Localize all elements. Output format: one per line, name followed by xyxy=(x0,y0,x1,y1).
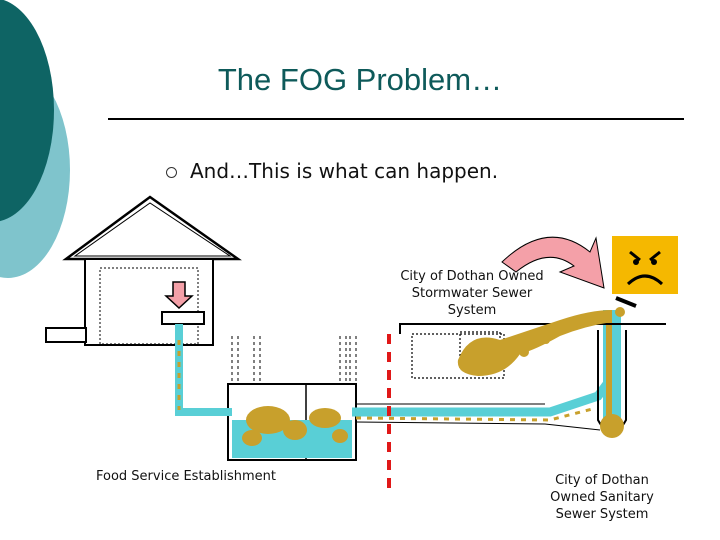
house-step xyxy=(45,327,87,343)
overflow-grease xyxy=(457,310,612,376)
manhole-cover xyxy=(615,296,637,308)
sanitary-label: City of Dothan Owned Sanitary Sewer Syst… xyxy=(550,473,654,522)
sad-face-eye-right xyxy=(651,259,657,265)
sad-face-brows xyxy=(629,250,661,262)
stormwater-label: City of Dothan Owned Stormwater Sewer Sy… xyxy=(400,269,544,318)
establishment-label: Food Service Establishment xyxy=(95,469,277,484)
house-wall xyxy=(84,258,214,346)
overflow-droplets xyxy=(519,307,625,357)
curved-arrow-icon xyxy=(501,236,605,289)
theme-decoration xyxy=(0,0,70,278)
manhole-grease xyxy=(606,312,612,416)
bullet-marker xyxy=(166,167,177,178)
title-divider xyxy=(108,118,684,120)
theme-circle-dark xyxy=(0,0,54,222)
sad-face-bg xyxy=(612,236,678,294)
sad-face-icon xyxy=(612,236,678,294)
sink-fixture xyxy=(161,311,205,325)
sad-face-eye-left xyxy=(633,259,639,265)
house-roof-inner xyxy=(73,202,232,257)
trap-grease xyxy=(242,406,348,446)
slide-title: The FOG Problem… xyxy=(217,62,503,97)
down-arrow-icon xyxy=(164,281,194,310)
pipe-bottom-edge xyxy=(355,421,601,431)
bullet-text: And…This is what can happen. xyxy=(190,159,499,183)
sad-face-mouth xyxy=(626,274,664,286)
cleanout-lines xyxy=(231,336,357,384)
fog-diagram xyxy=(45,195,678,490)
house-interior xyxy=(99,267,199,345)
house-roof xyxy=(62,195,242,261)
manhole-grease-pool xyxy=(600,414,624,438)
